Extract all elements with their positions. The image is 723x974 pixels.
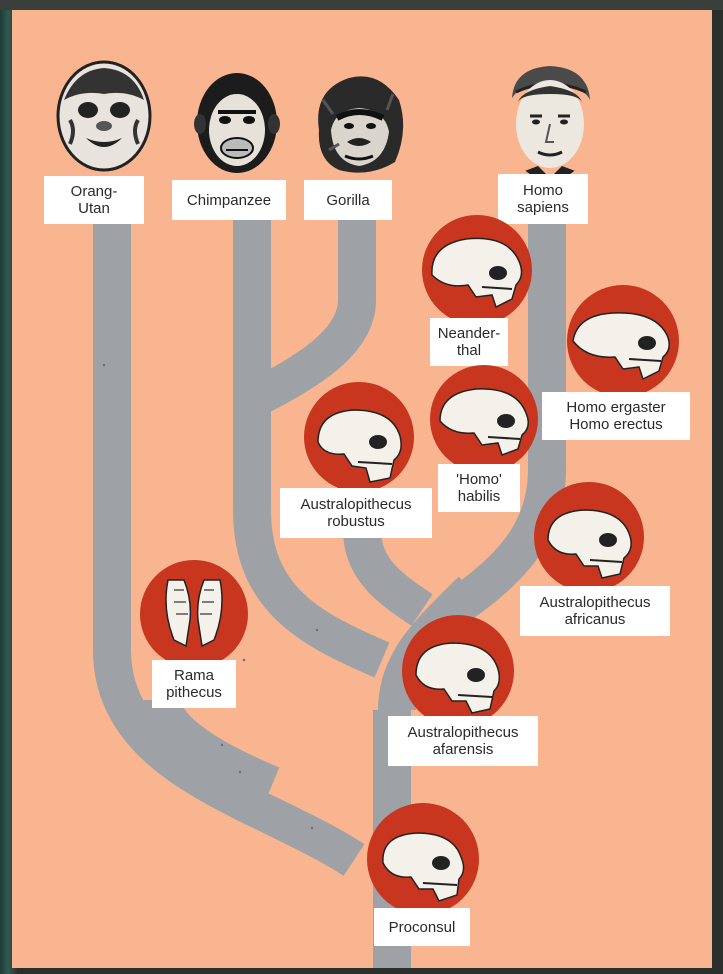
label-australopithecus-africanus: Australopithecus africanus	[520, 586, 670, 636]
proconsul-skull	[367, 803, 479, 915]
australopithecus-afarensis-skull	[402, 615, 514, 727]
neanderthal-skull-icon	[422, 215, 532, 325]
robustus-skull-icon	[304, 382, 414, 492]
label-homo-sapiens: Homo sapiens	[498, 174, 588, 224]
label-australopithecus-robustus: Australopithecus robustus	[280, 488, 432, 538]
gorilla-portrait	[309, 70, 409, 180]
chimpanzee-portrait	[194, 70, 280, 176]
label-neanderthal: Neander- thal	[430, 318, 508, 366]
label-proconsul: Proconsul	[374, 908, 470, 946]
orangutan-face-icon	[56, 60, 152, 172]
label-homo-habilis: 'Homo' habilis	[438, 464, 520, 512]
gorilla-face-icon	[309, 70, 409, 180]
label-chimpanzee: Chimpanzee	[172, 180, 286, 220]
label-ramapithecus: Rama pithecus	[152, 660, 236, 708]
top-frame-bar	[0, 0, 723, 10]
evolution-diagram: Orang- Utan Chimpanzee Gorilla Homo sapi…	[12, 10, 712, 968]
ramapithecus-jaw-icon	[140, 560, 248, 668]
homo-erectus-skull-icon	[567, 285, 679, 397]
habilis-skull-icon	[430, 365, 538, 473]
ramapithecus-jaw	[140, 560, 248, 668]
homo-sapiens-portrait	[504, 62, 596, 180]
neanderthal-skull	[422, 215, 532, 325]
australopithecus-robustus-skull	[304, 382, 414, 492]
proconsul-skull-icon	[367, 803, 479, 915]
label-gorilla: Gorilla	[304, 180, 392, 220]
branch-robustus	[362, 530, 422, 610]
label-orang-utan: Orang- Utan	[44, 176, 144, 224]
homo-habilis-skull	[430, 365, 538, 473]
human-face-icon	[504, 62, 596, 180]
australopithecus-africanus-skull	[534, 482, 644, 592]
africanus-skull-icon	[534, 482, 644, 592]
label-homo-ergaster: Homo ergaster Homo erectus	[542, 392, 690, 440]
orang-utan-portrait	[56, 60, 152, 172]
chimpanzee-face-icon	[194, 70, 280, 176]
afarensis-skull-icon	[402, 615, 514, 727]
homo-ergaster-skull	[567, 285, 679, 397]
label-australopithecus-afarensis: Australopithecus afarensis	[388, 716, 538, 766]
